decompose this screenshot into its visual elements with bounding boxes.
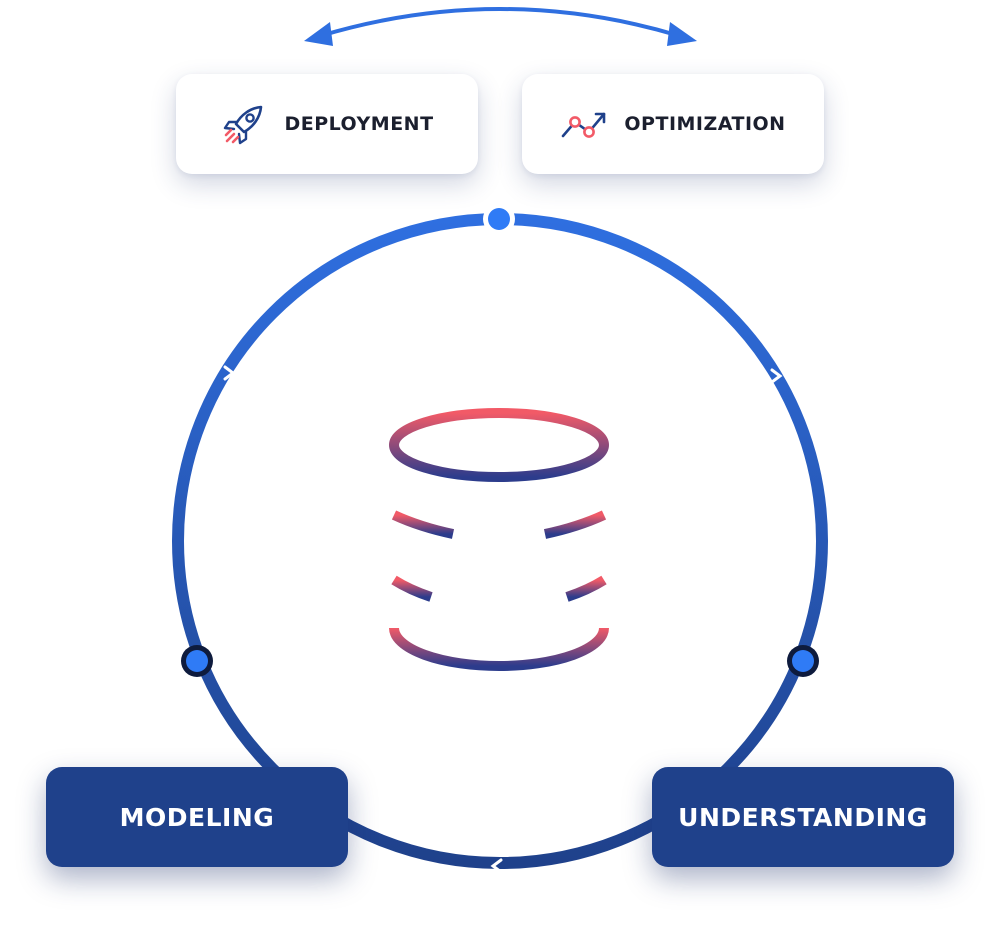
modeling-card[interactable]: MODELING — [46, 767, 348, 867]
ring-node-left — [181, 645, 213, 677]
chevron-right-icon — [770, 368, 783, 384]
database-icon — [389, 408, 609, 671]
chevron-left-icon — [490, 858, 503, 874]
chevron-right-icon — [223, 365, 236, 381]
modeling-label: MODELING — [119, 802, 275, 832]
understanding-card[interactable]: UNDERSTANDING — [652, 767, 954, 867]
deployment-card[interactable]: DEPLOYMENT — [176, 74, 478, 174]
ring-direction-marks — [223, 365, 783, 874]
rocket-icon — [220, 100, 268, 148]
ring-node-right — [787, 645, 819, 677]
understanding-label: UNDERSTANDING — [678, 802, 928, 832]
optimization-label: OPTIMIZATION — [624, 113, 786, 135]
optimization-card[interactable]: OPTIMIZATION — [522, 74, 824, 174]
ring-node-top — [483, 203, 515, 235]
deployment-label: DEPLOYMENT — [284, 113, 434, 135]
trend-up-chart-icon — [560, 100, 608, 148]
double-arrow-icon — [304, 7, 697, 46]
